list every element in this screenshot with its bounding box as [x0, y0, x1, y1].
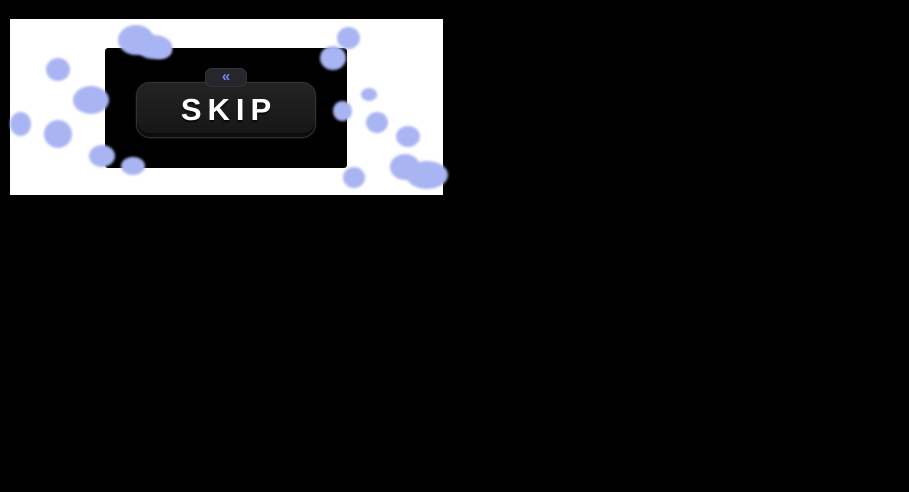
paint-blob [73, 86, 109, 114]
paint-blob [46, 58, 70, 81]
paint-blob [150, 41, 172, 59]
paint-blob [333, 101, 352, 121]
paint-blob [121, 157, 145, 175]
paint-blob [396, 126, 420, 147]
collapse-button[interactable]: « [205, 68, 247, 87]
paint-blob [366, 112, 388, 133]
paint-blob [44, 120, 72, 148]
paint-blob [89, 145, 115, 167]
paint-blob [320, 46, 346, 70]
skip-button[interactable]: SKIP [136, 82, 316, 138]
paint-blob [406, 161, 448, 189]
paint-blob [337, 27, 360, 49]
paint-blob [10, 112, 31, 136]
drawing-canvas[interactable]: « SKIP [10, 19, 448, 195]
paint-blob [343, 167, 365, 188]
skip-button-label: SKIP [180, 92, 278, 127]
skip-overlay-panel: « SKIP [105, 48, 347, 168]
paint-blob [361, 88, 377, 101]
double-chevron-left-icon: « [221, 67, 231, 85]
